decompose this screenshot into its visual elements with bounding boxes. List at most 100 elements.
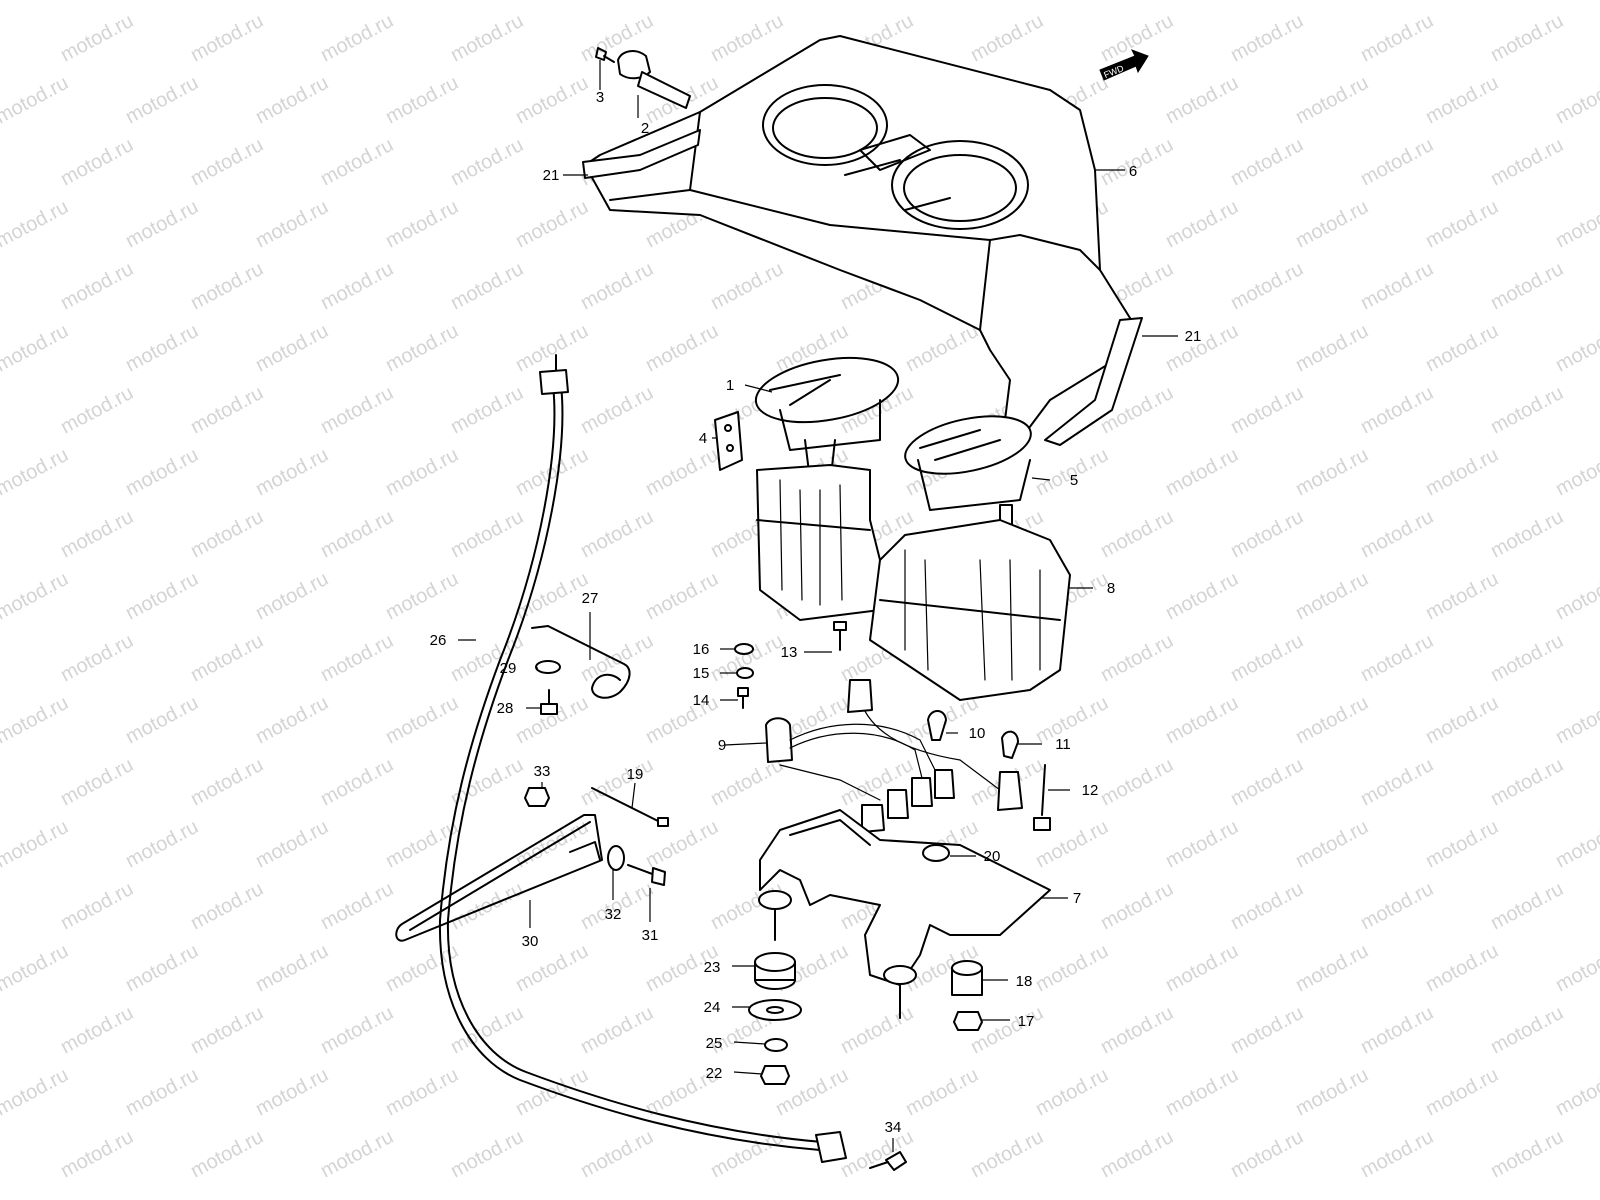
watermark-text: motod.ru — [252, 196, 332, 252]
callout-15: 15 — [693, 665, 710, 682]
grommet-part-20 — [922, 844, 950, 862]
watermark-text: motod.ru — [1357, 630, 1437, 686]
screw-part-34 — [869, 1151, 907, 1171]
watermark-text: motod.ru — [902, 1064, 982, 1120]
tachometer-part-5 — [904, 415, 1032, 526]
watermark-text: motod.ru — [1162, 568, 1242, 624]
callout-28: 28 — [497, 700, 514, 717]
watermark-text: motod.ru — [1162, 196, 1242, 252]
watermark-text: motod.ru — [1292, 444, 1372, 500]
watermark-text: motod.ru — [0, 72, 72, 128]
watermark-text: motod.ru — [252, 816, 332, 872]
watermark-text: motod.ru — [1487, 506, 1567, 562]
screw-part-14 — [737, 687, 749, 709]
watermark-text: motod.ru — [57, 754, 137, 810]
callout-34: 34 — [885, 1119, 902, 1136]
bulb-socket-part-9 — [765, 717, 793, 763]
callout-21-right: 21 — [1185, 328, 1202, 345]
watermark-text: motod.ru — [382, 72, 462, 128]
watermark-text: motod.ru — [1162, 1064, 1242, 1120]
watermark-text: motod.ru — [512, 692, 592, 748]
watermark-text: motod.ru — [1292, 320, 1372, 376]
watermark-text: motod.ru — [1097, 754, 1177, 810]
screw-part-3 — [595, 47, 615, 63]
meter-case-part-8 — [756, 464, 1071, 701]
watermark-text: motod.ru — [1292, 1064, 1372, 1120]
watermark-text: motod.ru — [1162, 940, 1242, 996]
grommet-part-23 — [754, 952, 796, 990]
watermark-text: motod.ru — [447, 382, 527, 438]
leader-lines — [458, 60, 1178, 1152]
watermark-text: motod.ru — [1422, 816, 1502, 872]
watermark-text: motod.ru — [1227, 10, 1307, 66]
watermark-text: motod.ru — [1422, 568, 1502, 624]
callout-18: 18 — [1016, 973, 1033, 990]
washer-part-24 — [748, 999, 802, 1021]
watermark-text: motod.ru — [642, 692, 722, 748]
watermark-text: motod.ru — [967, 1126, 1047, 1182]
watermark-text: motod.ru — [187, 1126, 267, 1182]
watermark-text: motod.ru — [317, 1126, 397, 1182]
watermark-text: motod.ru — [837, 1126, 917, 1182]
watermark-text: motod.ru — [1552, 940, 1600, 996]
watermark-text: motod.ru — [642, 320, 722, 376]
bulb-part-11 — [1001, 730, 1019, 759]
watermark-text: motod.ru — [187, 134, 267, 190]
watermark-text: motod.ru — [1422, 72, 1502, 128]
callout-1: 1 — [726, 377, 734, 394]
watermark-text: motod.ru — [1552, 692, 1600, 748]
callout-26: 26 — [430, 632, 447, 649]
watermark-text: motod.ru — [0, 1064, 72, 1120]
watermark-text: motod.ru — [1227, 134, 1307, 190]
watermark-text: motod.ru — [1162, 72, 1242, 128]
watermark-text: motod.ru — [122, 320, 202, 376]
watermark-text: motod.ru — [1032, 692, 1112, 748]
watermark-text: motod.ru — [1487, 878, 1567, 934]
callout-14: 14 — [693, 692, 710, 709]
watermark-text: motod.ru — [382, 196, 462, 252]
grommet-part-18 — [951, 960, 983, 996]
watermark-text: motod.ru — [512, 72, 592, 128]
bulb-part-10 — [927, 710, 947, 741]
watermark-text: motod.ru — [577, 1002, 657, 1058]
watermark-text: motod.ru — [317, 258, 397, 314]
watermark-text: motod.ru — [1292, 692, 1372, 748]
speedometer-part-1 — [754, 356, 900, 486]
watermark-text: motod.ru — [1162, 816, 1242, 872]
callout-labels: 3 2 21 6 21 1 4 5 8 27 26 29 28 16 13 15… — [430, 89, 1202, 1136]
watermark-text: motod.ru — [57, 630, 137, 686]
watermark-text: motod.ru — [642, 0, 722, 4]
watermark-text: motod.ru — [1487, 1002, 1567, 1058]
watermark-text: motod.ru — [447, 630, 527, 686]
callout-29: 29 — [500, 660, 517, 677]
watermark-text: motod.ru — [0, 568, 72, 624]
watermark-text: motod.ru — [1487, 1126, 1567, 1182]
watermark-text: motod.ru — [122, 940, 202, 996]
watermark-text: motod.ru — [1357, 258, 1437, 314]
callout-16: 16 — [693, 641, 710, 658]
meter-cover-part-6 — [582, 35, 1143, 446]
callout-4: 4 — [699, 430, 707, 447]
callout-6: 6 — [1129, 163, 1137, 180]
watermark-text: motod.ru — [1422, 196, 1502, 252]
wiring-harness — [779, 679, 1001, 801]
cable-tie-part-19 — [591, 787, 669, 827]
watermark-text: motod.ru — [317, 134, 397, 190]
watermark-text: motod.ru — [122, 692, 202, 748]
watermark-text: motod.ru — [0, 320, 72, 376]
watermark-text: motod.ru — [837, 1002, 917, 1058]
watermark-text: motod.ru — [642, 444, 722, 500]
watermark-text: motod.ru — [1487, 134, 1567, 190]
screw-part-12 — [1033, 764, 1051, 831]
watermark-text: motod.ru — [1292, 72, 1372, 128]
watermark-text: motod.ru — [1552, 196, 1600, 252]
watermark-text: motod.ru — [902, 0, 982, 4]
watermark-text: motod.ru — [1422, 1064, 1502, 1120]
watermark-text: motod.ru — [0, 940, 72, 996]
watermark-text: motod.ru — [317, 1002, 397, 1058]
watermark-text: motod.ru — [1357, 878, 1437, 934]
callout-17: 17 — [1018, 1013, 1035, 1030]
watermark-text: motod.ru — [1097, 878, 1177, 934]
watermark-text: motod.ru — [1552, 444, 1600, 500]
watermark-text: motod.ru — [187, 382, 267, 438]
